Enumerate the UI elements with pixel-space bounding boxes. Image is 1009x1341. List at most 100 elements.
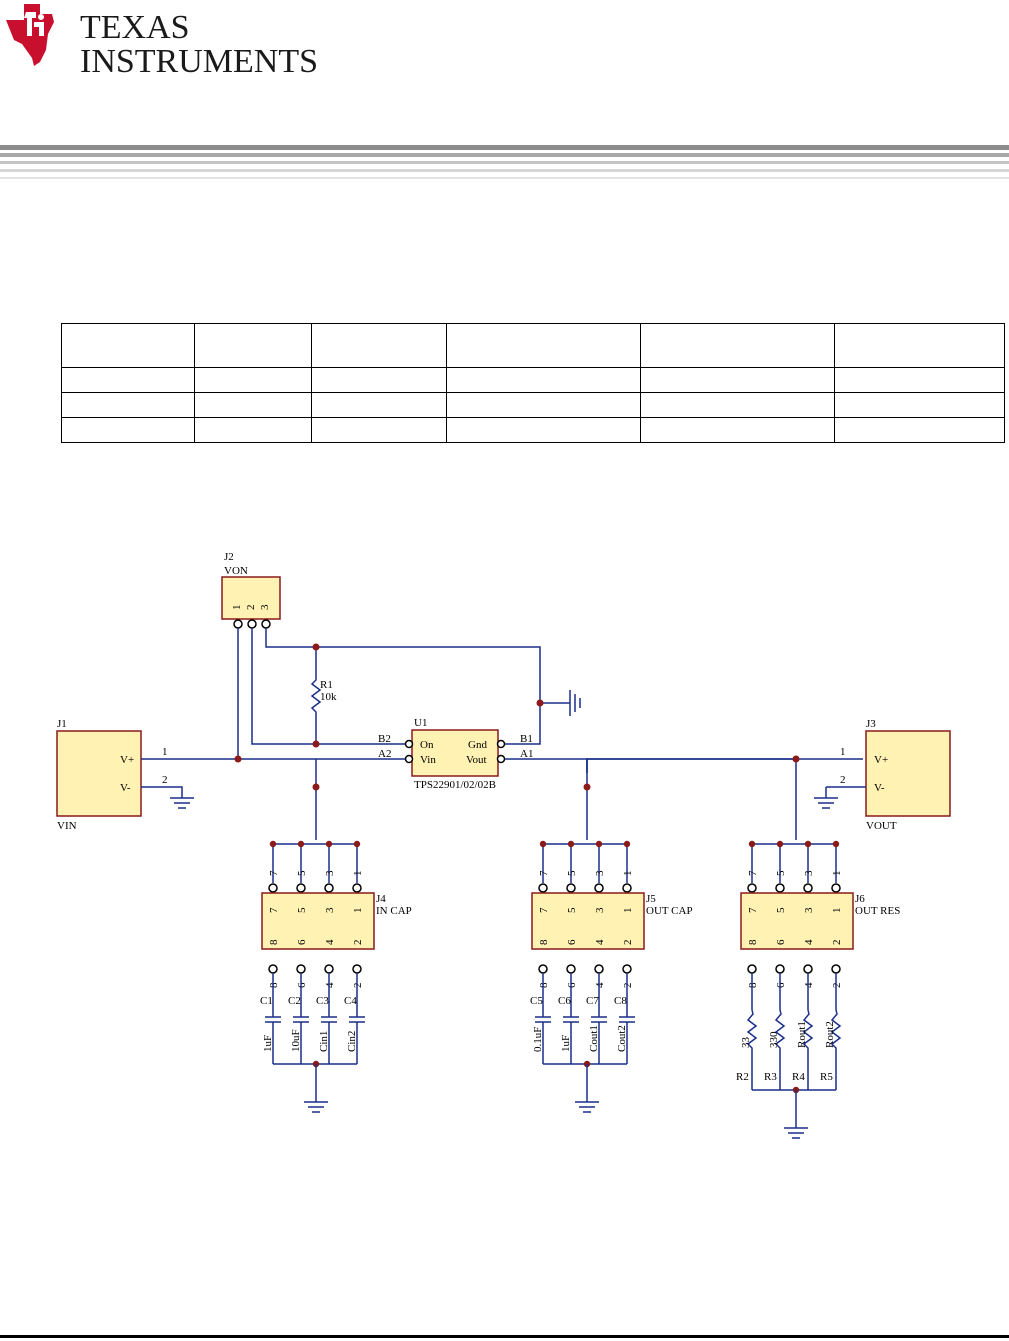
j6-resistor-body [746, 1009, 758, 1090]
u1-ref: U1 [414, 717, 427, 729]
j4-cap-value: 10uF [290, 1029, 302, 1052]
j6-res-value: Rout1 [796, 1021, 808, 1048]
j4-top-pin-label: 1 [352, 871, 364, 877]
connector-j1: J1 VIN V+ V- 1 2 [56, 718, 168, 832]
j6-resistor-body [802, 1009, 814, 1090]
ti-logo: TEXAS INSTRUMENTS [6, 4, 318, 80]
j6-top-pin [747, 883, 757, 893]
j6-body-bottom-label: 8 [747, 939, 759, 945]
j4-bus-dot [325, 840, 333, 848]
j4-cap-plates [293, 1016, 309, 1023]
j5-body-top-label: 3 [594, 907, 606, 913]
j4-cap-plates [265, 1016, 281, 1023]
table-cell [311, 367, 447, 393]
j6-body-top-label: 7 [747, 907, 759, 913]
j5-bus-dot [539, 840, 547, 848]
j5-bottom-pin [594, 964, 604, 974]
j1-vplus: V+ [120, 754, 134, 766]
table-cell [194, 367, 312, 393]
j4-bottom-pin-label: 4 [324, 982, 336, 988]
j5-top-pin-label: 1 [622, 871, 634, 877]
j5-cap-plates [563, 1016, 579, 1023]
table-cell [640, 323, 835, 368]
j5-body-bottom-label: 6 [566, 939, 578, 945]
j4-bus-dot [353, 840, 361, 848]
j4-top-pin [324, 883, 334, 893]
table-cell [834, 323, 1005, 368]
j4-cap-value: Cin2 [346, 1031, 358, 1052]
r1-ref: R1 [320, 679, 333, 691]
footer-rule [0, 1335, 1009, 1338]
j4-bottom-pin [324, 964, 334, 974]
j6-ref: J6 [855, 893, 865, 905]
j3-vminus: V- [874, 782, 885, 794]
table-cell [194, 392, 312, 418]
j6-top-pin-label: 1 [831, 871, 843, 877]
j5-top-pin [622, 883, 632, 893]
table-cell [834, 417, 1005, 443]
table-cell [61, 323, 195, 368]
table-row [61, 392, 1005, 418]
j5-bottom-pin-label: 4 [594, 982, 606, 988]
u1-ball-a1: A1 [520, 748, 533, 760]
j6-name: OUT RES [855, 905, 900, 917]
u1-ball-b1: B1 [520, 733, 533, 745]
ti-state-logo-icon [6, 4, 54, 66]
j6-res-ref: R3 [764, 1071, 777, 1083]
j6-res-value: Rout2 [824, 1021, 836, 1048]
u1-pin-vin: Vin [420, 754, 436, 766]
j4-top-pin-label: 7 [268, 870, 280, 876]
j5-bottom-pin [622, 964, 632, 974]
j4-top-pin-label: 5 [296, 870, 308, 876]
j6-bottom-pin-label: 8 [747, 982, 759, 988]
j3-pin1: 1 [840, 746, 846, 758]
table-cell [311, 392, 447, 418]
j6-resistor-body [774, 1009, 786, 1090]
connector-j3: J3 VOUT V+ V- 1 2 [840, 718, 951, 832]
j4-top-pin [296, 883, 306, 893]
j6-bottom-pin-label: 4 [803, 982, 815, 988]
brand-line1: TEXAS [80, 9, 190, 46]
j5-body-top-label: 7 [538, 907, 550, 913]
j6-body-bottom-label: 2 [831, 940, 843, 946]
j5-bottom-pin [538, 964, 548, 974]
j5-cap-plates [591, 1016, 607, 1023]
j4-cap-ref: C2 [288, 995, 301, 1007]
j4-top-pin [352, 883, 362, 893]
j2-pin2: 2 [245, 605, 257, 611]
ground-symbol [304, 1101, 328, 1113]
j3-name: VOUT [866, 820, 897, 832]
table-cell [61, 392, 195, 418]
j6-bottom-pin-label: 2 [831, 983, 843, 989]
j6-bus-dot [804, 840, 812, 848]
u1-pin-vout: Vout [466, 754, 487, 766]
j5-name: OUT CAP [646, 905, 693, 917]
j4-cap-plates [349, 1016, 365, 1023]
j2-name: VON [224, 565, 248, 577]
j5-body-bottom-label: 4 [594, 939, 606, 945]
j5-body-top-label: 5 [566, 907, 578, 913]
j5-cap-value: Cout1 [588, 1025, 600, 1052]
j4-cap-ref: C4 [344, 995, 357, 1007]
j6-top-pin-label: 7 [747, 870, 759, 876]
j5-top-pin [594, 883, 604, 893]
j6-body-top-label: 1 [831, 908, 843, 914]
j5-body [531, 892, 645, 950]
j6-top-pin-label: 5 [775, 870, 787, 876]
table-cell [446, 367, 641, 393]
j5-top-pin [538, 883, 548, 893]
j6-bottom-pin-label: 6 [775, 982, 787, 988]
j4-bottom-pin [352, 964, 362, 974]
table-cell [446, 417, 641, 443]
j4-body [261, 892, 375, 950]
j3-pin2: 2 [840, 774, 846, 786]
junction-dots [234, 643, 800, 791]
j4-cap-value: 1uF [262, 1035, 274, 1052]
j5-bus-dot [595, 840, 603, 848]
j5-cap-ref: C7 [586, 995, 599, 1007]
j1-ref: J1 [57, 718, 67, 730]
j6-bottom-pin [831, 964, 841, 974]
j1-pin2: 2 [162, 774, 168, 786]
j6-body-top-label: 3 [803, 907, 815, 913]
j6-res-ref: R5 [820, 1071, 833, 1083]
